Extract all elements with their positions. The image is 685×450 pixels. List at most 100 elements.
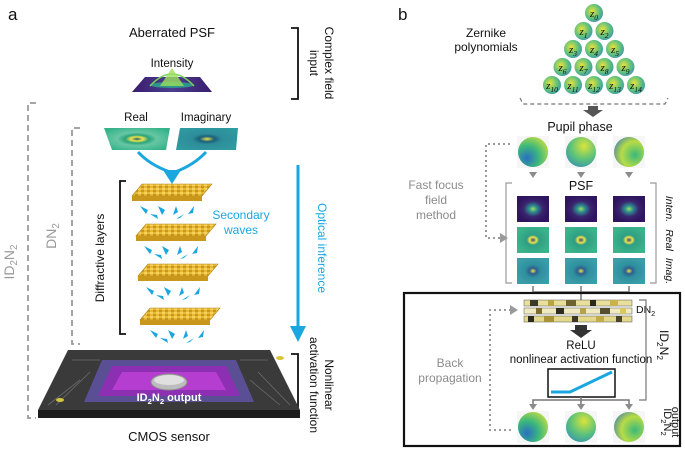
zernike-disk — [564, 40, 582, 58]
zernike-disk — [553, 58, 572, 76]
id2n2-inner-bracket — [639, 299, 647, 401]
zernike-disk — [616, 58, 635, 76]
dn2-bar-1 — [523, 299, 633, 307]
pupil-phase-image-3 — [614, 137, 644, 167]
pupil-to-psf-arrows — [529, 172, 633, 178]
diffractive-layer-4 — [139, 307, 221, 325]
dn2-bracket — [71, 127, 80, 345]
zernike-term-14: z14 — [627, 76, 645, 94]
aberrated-psf-title: Aberrated PSF — [129, 25, 215, 40]
zernike-term-1: z1 — [574, 22, 593, 40]
imaginary-label: Imaginary — [181, 112, 232, 124]
psf-grid-left-bracket — [505, 182, 512, 284]
dn2-to-relu-arrow — [570, 325, 592, 338]
zernike-term-label: z3 — [568, 44, 577, 58]
zernike-term-label: z1 — [578, 26, 587, 40]
psf-grid-right-bracket — [650, 182, 657, 284]
diffractive-layer-1 — [131, 183, 213, 201]
zernike-term-label: z13 — [608, 80, 621, 94]
complex-field-bracket — [291, 27, 299, 100]
psf-grid — [517, 196, 645, 284]
zernike-dashed-underline — [519, 97, 669, 105]
zernike-term-5: z5 — [606, 40, 624, 58]
zernike-term-10: z10 — [543, 76, 561, 94]
id2n2-inner-label: ID2N2 — [655, 330, 671, 360]
id2n2-outer-label: ID2N2 — [1, 244, 20, 279]
fast-focus-label-2: field — [425, 193, 447, 207]
zernike-term-8: z8 — [595, 58, 614, 76]
psf-imag-2 — [565, 258, 597, 284]
diffractive-layer-stack — [131, 183, 221, 343]
merge-arrow-left — [136, 150, 171, 174]
zernike-term-6: z6 — [553, 58, 572, 76]
zernike-term-label: z5 — [610, 44, 619, 58]
nonlinear-activation-label: nonlinear activation function — [510, 354, 653, 366]
output-image-2 — [566, 412, 596, 442]
zernike-term-label: z4 — [589, 44, 598, 58]
optical-inference-label: Optical inference — [315, 203, 329, 293]
dn2-layer-bars — [523, 299, 633, 323]
zernike-term-label: z0 — [589, 8, 598, 22]
zernike-term-4: z4 — [585, 40, 603, 58]
secondary-waves-label-1: Secondary — [212, 208, 269, 222]
zernike-term-9: z9 — [616, 58, 635, 76]
relu-label: ReLU — [566, 340, 595, 352]
zernike-term-13: z13 — [606, 76, 624, 94]
fast-focus-arrowhead — [500, 233, 508, 243]
pupil-phase-label: Pupil phase — [547, 120, 612, 134]
zernike-term-7: z7 — [574, 58, 593, 76]
merge-arrow-right — [174, 150, 208, 174]
zernike-disk — [574, 22, 593, 40]
psf-intensity-3 — [613, 196, 645, 222]
panel-b-label: b — [398, 5, 407, 24]
zernike-term-0: z0 — [585, 4, 603, 22]
optical-inference-arrowhead — [290, 326, 306, 342]
psf-label: PSF — [569, 179, 594, 193]
back-propagation-arrowhead — [510, 305, 518, 315]
id2n2-outer-bracket — [27, 102, 36, 419]
network-dn2-label: DN2 — [636, 304, 655, 318]
zernike-label-1: Zernike — [466, 26, 506, 40]
output-arrows — [529, 404, 633, 410]
secondary-waves-label-2: waves — [223, 223, 258, 237]
diffractive-layer-3 — [137, 263, 219, 281]
zernike-label-2: polynomials — [454, 40, 517, 54]
zernike-disk — [585, 76, 603, 94]
zernike-disk — [585, 4, 603, 22]
diffractive-layers-label: Diffractive layers — [93, 214, 107, 302]
psf-real-label: Real — [663, 229, 675, 251]
back-propagation-label-2: propagation — [418, 371, 481, 385]
output-row — [517, 411, 645, 443]
psf-inten-label: Inten. — [663, 196, 675, 222]
psf-real-3 — [613, 227, 645, 253]
real-label: Real — [124, 112, 148, 124]
zernike-term-label: z11 — [566, 80, 578, 94]
zernike-disk — [543, 76, 561, 94]
fast-focus-dotted-path — [485, 143, 510, 239]
cmos-sensor-label: CMOS sensor — [128, 429, 210, 444]
zernike-disk — [585, 40, 603, 58]
pupil-phase-image-1 — [518, 137, 548, 167]
output-image-1 — [518, 412, 548, 442]
diffractive-layer-2 — [135, 223, 217, 241]
zernike-to-pupil-arrow — [583, 106, 603, 117]
real-field-image — [104, 128, 170, 150]
imaginary-field-image — [176, 128, 238, 150]
id2n2-network-box — [402, 291, 682, 448]
fast-focus-label-1: Fast focus — [408, 178, 463, 192]
psf-intensity-1 — [517, 196, 549, 222]
nonlinear-label: Nonlinearactivation function — [307, 337, 336, 433]
psf-imag-3 — [613, 258, 645, 284]
output-word-label: output — [669, 407, 681, 438]
zernike-term-2: z2 — [595, 22, 614, 40]
psf-real-1 — [517, 227, 549, 253]
zernike-term-label: z6 — [557, 62, 566, 76]
zernike-disk — [595, 58, 614, 76]
zernike-term-12: z12 — [585, 76, 603, 94]
relu-curve — [551, 370, 613, 394]
relu-plot — [547, 368, 616, 398]
output-id2n2-label: ID2N2 — [659, 408, 673, 436]
sensor-output-label: ID2N2 output — [137, 392, 202, 406]
